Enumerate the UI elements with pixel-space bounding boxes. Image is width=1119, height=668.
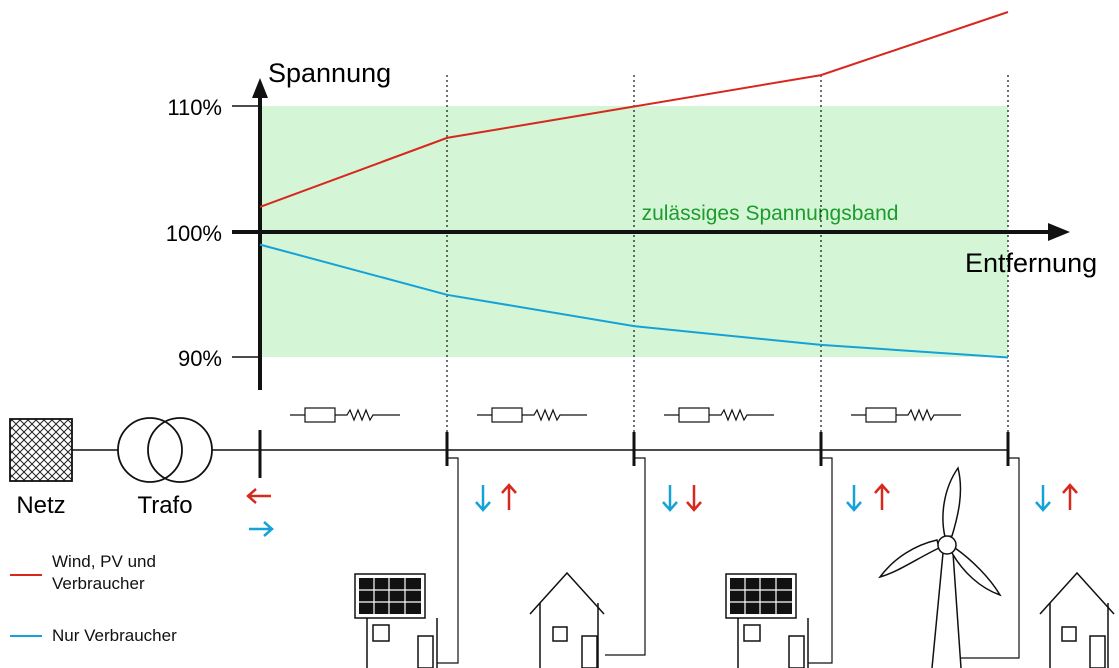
node-guides [446,75,1009,440]
line-resistors [290,407,961,423]
legend-label-wind-pv: Wind, PV und Verbraucher [52,552,156,593]
y-tick-label-90: 90% [178,346,222,371]
red-up-arrow-icon [501,483,517,510]
axes [232,94,1052,390]
red-up-arrow-icon [874,483,890,510]
resistor-icon [477,407,587,423]
power-flow-arrows-nodes [475,483,1078,512]
grid-connection-icon [9,418,73,482]
drop-line [437,457,459,664]
y-axis-title: Spannung [268,58,391,88]
wind-turbine-icon [878,466,1002,668]
y-axis-arrowhead [252,78,268,98]
resistor-icon [290,407,400,423]
legend-label-consumers: Nur Verbraucher [52,626,177,645]
drop-line [605,457,646,656]
x-axis-title: Entfernung [965,248,1097,278]
x-axis-arrowhead [1048,223,1070,241]
series-line-wind-pv [259,11,1009,208]
blue-down-arrow-icon [475,485,491,512]
voltage-band-label: zulässiges Spannungsband [642,202,899,225]
red-up-arrow-icon [1062,483,1078,510]
house-icon [529,571,605,668]
house-with-solar-panel-icon [354,573,438,668]
series-line-consumers-only [259,243,1009,359]
blue-down-arrow-icon [662,485,678,512]
red-down-arrow-icon [686,485,702,512]
drop-line [961,457,1020,659]
blue-right-arrow-icon [249,521,274,537]
resistor-icon [664,407,774,423]
y-ticks [232,105,260,358]
blue-down-arrow-icon [846,485,862,512]
house-icon [1039,571,1115,668]
resistor-icon [851,407,961,423]
y-tick-label-100: 100% [166,221,222,246]
blue-down-arrow-icon [1035,485,1051,512]
red-left-arrow-icon [246,488,271,504]
netz-label: Netz [16,492,65,519]
transformer-icon [117,417,213,483]
power-flow-arrows-origin [246,488,274,537]
trafo-label: Trafo [137,492,192,519]
power-line [72,430,1020,664]
house-with-solar-panel-icon [725,573,809,668]
drop-line [808,457,833,664]
y-tick-label-110: 110% [167,95,222,120]
